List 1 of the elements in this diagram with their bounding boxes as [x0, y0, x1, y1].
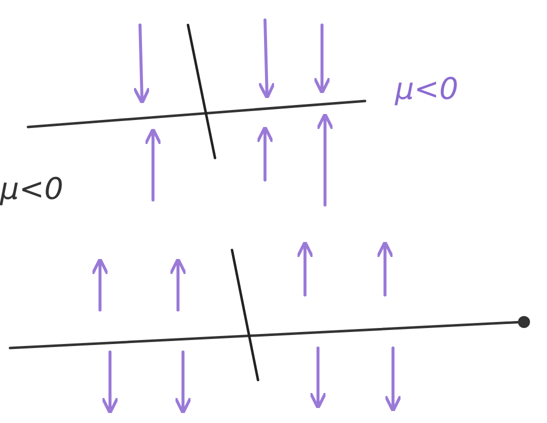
parameter-label: μ<0 [395, 72, 458, 107]
